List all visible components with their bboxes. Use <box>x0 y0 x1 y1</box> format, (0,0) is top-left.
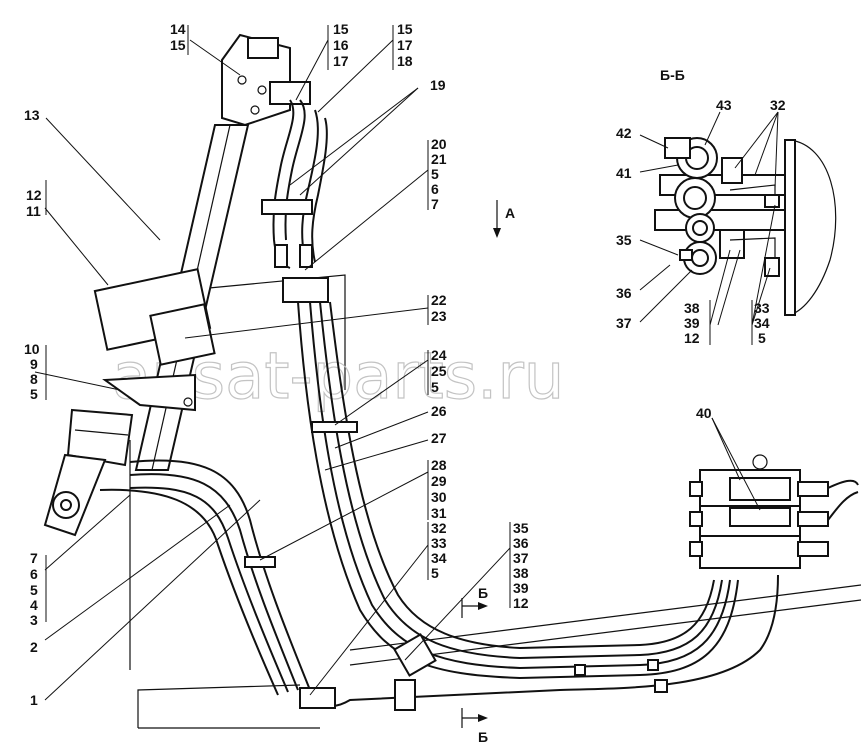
detail-label-35: 35 <box>616 232 632 248</box>
label-15: 15 <box>397 21 413 37</box>
label-5: 5 <box>30 386 38 402</box>
manifold-block <box>282 277 329 303</box>
label-25: 25 <box>431 363 447 379</box>
label-17: 17 <box>397 37 413 53</box>
control-valve-block <box>689 454 859 569</box>
label-18: 18 <box>397 53 413 69</box>
lower-hoses <box>99 459 779 711</box>
label-35: 35 <box>513 520 529 536</box>
label-14: 14 <box>170 21 186 37</box>
label-7: 7 <box>30 550 38 566</box>
label-8: 8 <box>30 371 38 387</box>
detail-label-39: 39 <box>684 315 700 331</box>
label-15: 15 <box>170 37 186 53</box>
view-label-a: А <box>505 205 515 221</box>
label-5: 5 <box>30 582 38 598</box>
section-label-bottom: Б <box>478 729 488 745</box>
section-title: Б-Б <box>660 67 685 83</box>
label-19: 19 <box>430 77 446 93</box>
leader-lines <box>34 39 779 701</box>
label-5: 5 <box>431 379 439 395</box>
detail-label-34: 34 <box>754 315 770 331</box>
label-6: 6 <box>431 181 439 197</box>
detail-label-38: 38 <box>684 300 700 316</box>
detail-label-36: 36 <box>616 285 632 301</box>
label-34: 34 <box>431 550 447 566</box>
detail-label-41: 41 <box>616 165 632 181</box>
label-38: 38 <box>513 565 529 581</box>
section-cut-marks <box>461 598 488 728</box>
label-6: 6 <box>30 566 38 582</box>
upper-hoses <box>261 99 328 269</box>
label-21: 21 <box>431 151 447 167</box>
label-12: 12 <box>26 187 42 203</box>
label-10: 10 <box>24 341 40 357</box>
detail-label-42: 42 <box>616 125 632 141</box>
label-37: 37 <box>513 550 529 566</box>
label-bars <box>45 25 753 622</box>
label-7: 7 <box>431 196 439 212</box>
hydraulic-cylinder <box>43 33 311 537</box>
label-30: 30 <box>431 489 447 505</box>
label-3: 3 <box>30 612 38 628</box>
detail-label-5: 5 <box>758 330 766 346</box>
label-2: 2 <box>30 639 38 655</box>
label-5: 5 <box>431 565 439 581</box>
detail-label-12: 12 <box>684 330 700 346</box>
label-23: 23 <box>431 308 447 324</box>
label-9: 9 <box>30 356 38 372</box>
detail-label-37: 37 <box>616 315 632 331</box>
detail-labels: Б-Б 43 32 42 41 35 36 37 38 39 12 33 34 … <box>616 67 786 346</box>
label-24: 24 <box>431 347 447 363</box>
label-31: 31 <box>431 505 447 521</box>
view-arrow-a <box>493 200 501 238</box>
label-1: 1 <box>30 692 38 708</box>
label-36: 36 <box>513 535 529 551</box>
label-40: 40 <box>696 405 712 421</box>
part-labels: 14 15 15 16 17 15 17 18 19 13 12 11 20 2… <box>24 21 712 745</box>
detail-label-33: 33 <box>754 300 770 316</box>
label-26: 26 <box>431 403 447 419</box>
label-27: 27 <box>431 430 447 446</box>
label-4: 4 <box>30 597 38 613</box>
label-39: 39 <box>513 580 529 596</box>
label-11: 11 <box>26 203 41 219</box>
label-29: 29 <box>431 473 447 489</box>
label-5: 5 <box>431 166 439 182</box>
label-33: 33 <box>431 535 447 551</box>
detail-label-43: 43 <box>716 97 732 113</box>
label-15: 15 <box>333 21 349 37</box>
label-17: 17 <box>333 53 349 69</box>
label-13: 13 <box>24 107 40 123</box>
label-32: 32 <box>431 520 447 536</box>
label-12: 12 <box>513 595 529 611</box>
section-detail <box>654 137 837 316</box>
detail-label-32: 32 <box>770 97 786 113</box>
label-28: 28 <box>431 457 447 473</box>
frame-lines <box>129 274 861 729</box>
section-label-top: Б <box>478 585 488 601</box>
label-20: 20 <box>431 136 447 152</box>
label-22: 22 <box>431 292 447 308</box>
long-hoses <box>297 301 739 680</box>
label-16: 16 <box>333 37 349 53</box>
